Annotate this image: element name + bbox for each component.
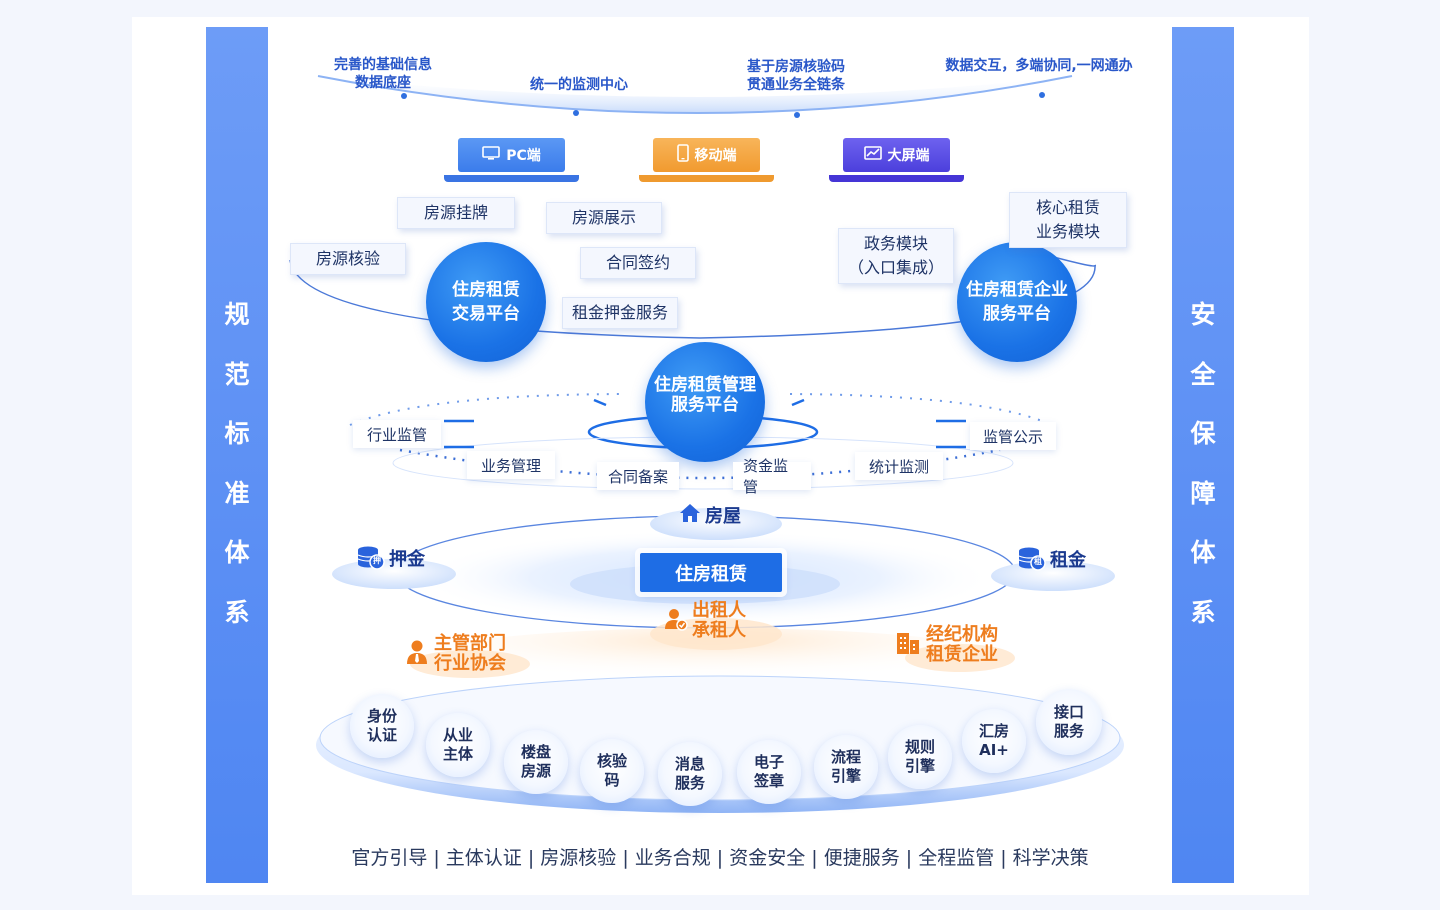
- tag-verification: 房源核验: [290, 243, 406, 275]
- capability-practitioners[interactable]: 从业主体: [426, 713, 490, 777]
- monitor-icon: [482, 146, 501, 164]
- device-label: 大屏端: [887, 148, 930, 164]
- tag-contract-signing: 合同签约: [580, 247, 696, 279]
- device-mobile[interactable]: 移动端: [639, 138, 774, 184]
- ecosystem-deposit: 押 押金: [357, 545, 425, 571]
- top-arc-item: 完善的基础信息数据底座: [334, 57, 432, 91]
- capability-workflow-engine[interactable]: 流程引擎: [814, 735, 878, 799]
- tag-rent-deposit-service: 租金押金服务: [562, 297, 678, 329]
- ecosystem-rent: 租 租金: [1018, 546, 1086, 572]
- left-pillar-text: 规范标准体系: [224, 300, 250, 627]
- tag-government-module: 政务模块（入口集成）: [838, 228, 954, 284]
- enterprise-platform[interactable]: 住房租赁企业服务平台: [957, 242, 1077, 362]
- device-big-screen[interactable]: 大屏端: [829, 138, 964, 184]
- capability-verify-code[interactable]: 核验码: [580, 739, 644, 803]
- ecosystem-agencies: 经纪机构租赁企业: [896, 625, 998, 665]
- device-label: PC端: [506, 148, 541, 164]
- bottom-tagline: 官方引导 | 主体认证 | 房源核验 | 业务合规 | 资金安全 | 便捷服务 …: [351, 847, 1089, 869]
- official-person-icon: [406, 639, 428, 670]
- management-platform[interactable]: 住房租赁管理服务平台: [645, 342, 765, 462]
- building-icon: [896, 631, 920, 660]
- transaction-platform[interactable]: 住房租赁交易平台: [426, 242, 546, 362]
- person-check-icon: [664, 607, 688, 636]
- top-arc-item: 统一的监测中心: [530, 77, 628, 93]
- capability-messaging[interactable]: 消息服务: [658, 742, 722, 806]
- tag-public-disclosure: 监管公示: [970, 422, 1056, 450]
- device-pc[interactable]: PC端: [444, 138, 579, 184]
- ecosystem-authority: 主管部门行业协会: [406, 634, 506, 674]
- capability-identity-auth[interactable]: 身份认证: [350, 694, 414, 758]
- ecosystem-landlord-tenant: 出租人承租人: [664, 601, 746, 641]
- coin-stack-icon: 租: [1018, 546, 1046, 572]
- housing-rental-core[interactable]: 住房租赁: [640, 553, 782, 592]
- right-pillar-text: 安全保障体系: [1190, 300, 1216, 627]
- capability-rules-engine[interactable]: 规则引擎: [888, 725, 952, 789]
- tag-display: 房源展示: [546, 202, 662, 234]
- coin-stack-icon: 押: [357, 545, 385, 571]
- tag-business-management: 业务管理: [467, 451, 555, 479]
- right-pillar: 安全保障体系: [1172, 27, 1234, 883]
- capability-api-service[interactable]: 接口服务: [1036, 689, 1102, 755]
- tag-industry-supervision: 行业监管: [353, 420, 441, 448]
- supervision-arc-top: [349, 393, 621, 426]
- mobile-icon: [676, 144, 689, 166]
- house-icon: [679, 503, 701, 528]
- tag-core-leasing: 核心租赁业务模块: [1009, 192, 1127, 248]
- chart-screen-icon: [863, 146, 882, 164]
- tag-statistics-monitoring: 统计监测: [855, 452, 943, 480]
- top-arc-item: 基于房源核验码贯通业务全链条: [747, 59, 845, 93]
- tag-listing: 房源挂牌: [397, 197, 515, 229]
- top-arc-line: [317, 75, 1073, 114]
- tag-fund-supervision: 资金监管: [733, 457, 811, 496]
- capability-e-signature[interactable]: 电子签章: [737, 740, 801, 804]
- ecosystem-house: 房屋: [679, 502, 741, 528]
- device-label: 移动端: [694, 148, 737, 164]
- capability-properties[interactable]: 楼盘房源: [504, 730, 568, 794]
- stakeholder-glow: [412, 628, 1012, 692]
- left-pillar: 规范标准体系: [206, 27, 268, 883]
- tag-contract-filing: 合同备案: [597, 462, 679, 490]
- top-arc-item: 数据交互，多端协同,一网通办: [945, 58, 1133, 74]
